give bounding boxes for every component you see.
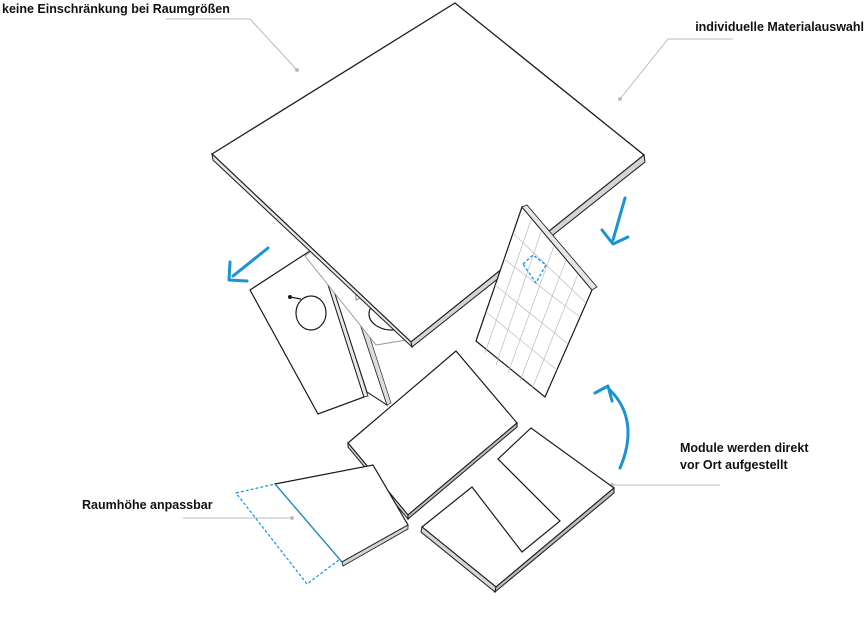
movement-arrows [227, 196, 630, 470]
mirror-icon [295, 295, 327, 331]
label-modules-line-2: vor Ort aufgestellt [680, 458, 788, 472]
left-wall-module [249, 246, 369, 415]
label-room-size: keine Einschränkung bei Raumgrößen [2, 2, 230, 16]
label-material: individuelle Materialauswahl [695, 20, 864, 34]
label-modules-line-1: Module werden direkt [680, 441, 809, 455]
arrow-up-icon [608, 388, 630, 470]
tiled-wall-module [475, 204, 598, 398]
height-adjustable-panel [234, 464, 409, 585]
tile-grid [484, 219, 587, 390]
arrow-down-icon [611, 196, 627, 242]
floor-module-u [420, 427, 615, 594]
label-modules: Module werden direkt vor Ort aufgestellt [680, 440, 809, 474]
label-height: Raumhöhe anpassbar [82, 498, 213, 512]
arrow-left-icon [231, 246, 270, 278]
